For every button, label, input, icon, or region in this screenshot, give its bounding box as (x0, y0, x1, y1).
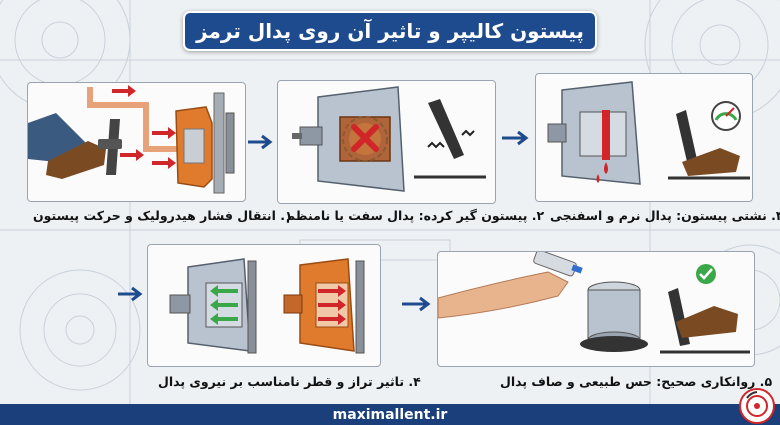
alignment-illustration (169, 258, 365, 354)
step-4-caption: ۴. تاثیر تراز و قطر نامناسب بر نیروی پدا… (158, 374, 421, 389)
seized-piston-illustration (292, 86, 486, 192)
pressure-arrows (112, 85, 176, 169)
shoe-icon (46, 141, 106, 179)
fluid-drip-icon (596, 162, 608, 183)
hydraulic-caliper-illustration (28, 85, 235, 194)
brake-pedal-icon (98, 139, 122, 149)
brake-disc-logo-icon (739, 388, 775, 424)
flow-arrow-3 (118, 286, 143, 302)
pressure-gauge-icon (711, 101, 741, 131)
step-1-panel (27, 82, 246, 202)
step-2-caption: ۲. پیستون گیر کرده: پدال سفت یا نامنظم (286, 208, 545, 223)
step-3-caption: ۳. نشتی پیستون: پدال نرم و اسفنجی (550, 208, 780, 223)
flow-arrow-1 (248, 134, 273, 150)
step-2-panel (277, 80, 496, 204)
website-link[interactable]: maximallent.ir (332, 406, 448, 423)
brake-pedal-icon (676, 110, 698, 166)
page-title: پیستون کالیپر و تاثیر آن روی پدال ترمز (183, 11, 597, 51)
flow-arrow-2 (502, 130, 529, 146)
check-icon (696, 264, 716, 284)
grease-tube-icon (533, 252, 583, 277)
step-4-panel (147, 244, 381, 367)
flow-arrow-4 (402, 296, 431, 312)
footer-bar: maximallent.ir (0, 404, 780, 425)
leaking-piston-illustration (547, 81, 750, 185)
step-5-panel (437, 251, 755, 367)
blocked-x-icon (351, 124, 379, 152)
shoe-icon (676, 306, 738, 338)
lubrication-illustration (438, 252, 750, 354)
shoe-icon (682, 148, 740, 176)
brake-pedal-icon (428, 99, 464, 159)
red-force-arrows (318, 285, 346, 325)
step-3-panel (535, 73, 753, 202)
step-1-caption: ۱. انتقال فشار هیدرولیک و حرکت پیستون (33, 208, 293, 223)
green-force-arrows (210, 285, 238, 325)
step-5-caption: ۵. روانکاری صحیح: حس طبیعی و صاف پدال (500, 374, 773, 389)
